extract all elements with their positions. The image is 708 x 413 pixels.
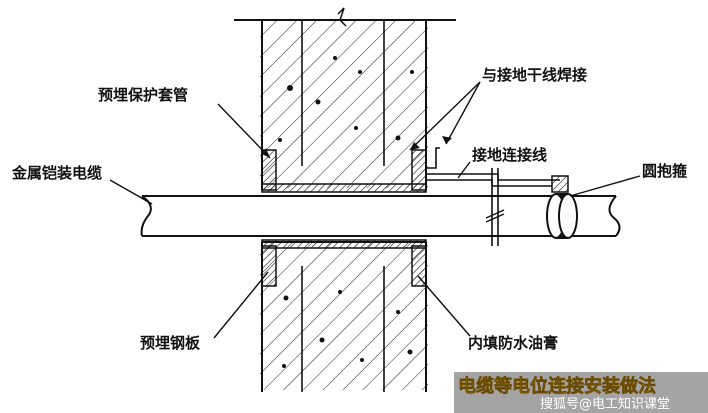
label-armored-cable: 金属铠装电缆 [11, 164, 102, 182]
label-round-clamp: 圆抱箍 [642, 162, 687, 180]
label-weld-to-ground-trunk: 与接地干线焊接 [482, 66, 587, 84]
ground-connection-wire [426, 147, 560, 246]
protective-sleeve-upper [261, 149, 427, 193]
title-banner: 电缆等电位连接安装做法 搜狐号@电工知识课堂 [454, 372, 708, 413]
arrowheads [262, 136, 452, 158]
banner-title: 电缆等电位连接安装做法 [458, 375, 656, 397]
leader-lines [109, 81, 641, 339]
wall-upper [234, 7, 456, 190]
round-clamp [546, 175, 578, 239]
label-protective-sleeve: 预埋保护套管 [98, 86, 188, 104]
label-waterproof-grease-fill: 内填防水油膏 [468, 334, 558, 352]
label-ground-connection-wire: 接地连接线 [472, 146, 547, 164]
watermark-text: 搜狐号@电工知识课堂 [540, 396, 670, 412]
label-embedded-steel-plate: 预埋钢板 [140, 334, 201, 352]
wall-lower [260, 241, 428, 392]
